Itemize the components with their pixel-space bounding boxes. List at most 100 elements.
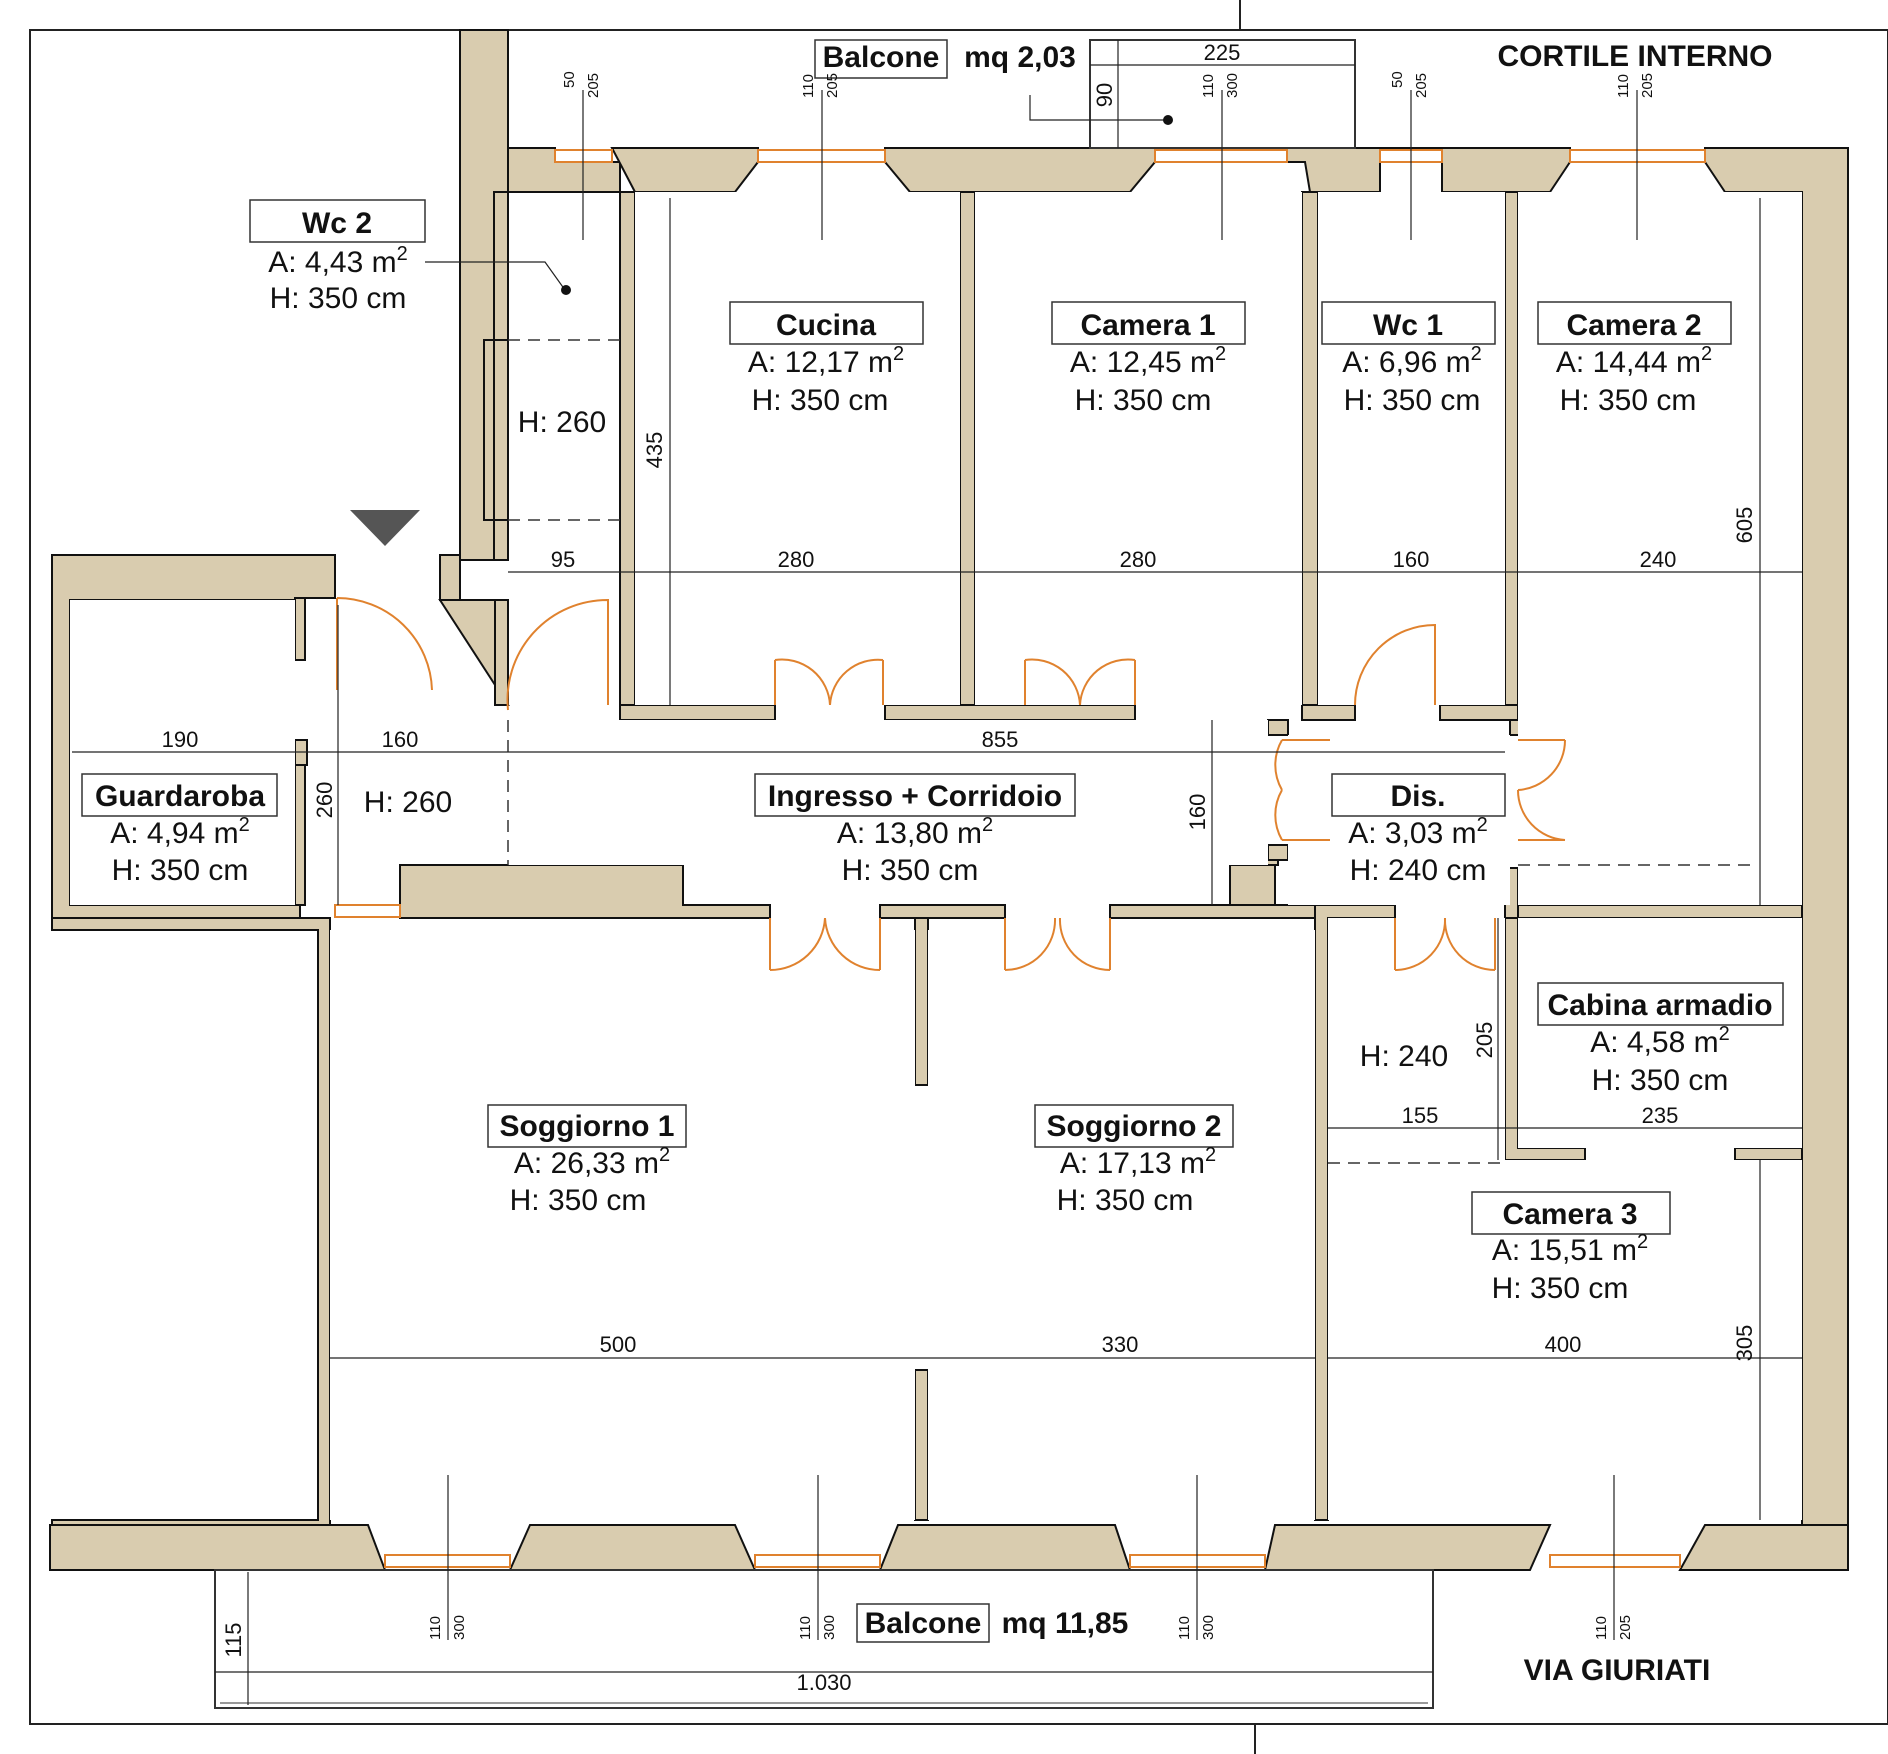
- room-height: H: 350 cm: [270, 282, 407, 315]
- svg-text:A: 4,58 m2: A: 4,58 m2: [1590, 1023, 1730, 1059]
- dimension-lines: [72, 40, 1802, 1705]
- svg-text:A: 6,96 m2: A: 6,96 m2: [1342, 343, 1482, 379]
- room-height: H: 240 cm: [1350, 854, 1487, 887]
- room-guardaroba: Guardaroba A: 4,94 m2 H: 350 cm: [95, 780, 265, 887]
- area-unit-sup: 2: [1205, 1144, 1216, 1166]
- sheet-frame: [29, 0, 1888, 1754]
- room-area: A: 3,03 m: [1348, 817, 1476, 850]
- dim-soggiorno1-width: 500: [600, 1332, 637, 1357]
- area-unit-sup: 2: [1637, 1231, 1648, 1253]
- room-name: Cabina armadio: [1547, 989, 1772, 1022]
- area-unit-sup: 2: [1701, 343, 1712, 365]
- room-wc2: Wc 2 A: 4,43 m2 H: 350 cm: [268, 207, 408, 315]
- win-annot-b1b: 300: [451, 1615, 468, 1640]
- dim-corridor-length: 855: [982, 727, 1019, 752]
- balcone-bottom-label: Balcone: [865, 1607, 982, 1640]
- area-unit-sup: 2: [1719, 1023, 1730, 1045]
- area-unit-sup: 2: [982, 814, 993, 836]
- room-area: A: 4,43 m: [268, 246, 396, 279]
- room-height: H: 350 cm: [1075, 384, 1212, 417]
- dim-soggiorno2-width: 330: [1102, 1332, 1139, 1357]
- dim-camera2-depth: 605: [1732, 507, 1757, 544]
- win-annot-3b: 300: [1224, 73, 1241, 98]
- area-unit-sup: 2: [1471, 343, 1482, 365]
- room-area: A: 12,45 m: [1070, 346, 1215, 379]
- room-area: A: 26,33 m: [514, 1147, 659, 1180]
- area-unit-sup: 2: [659, 1144, 670, 1166]
- area-unit-sup: 2: [239, 814, 250, 836]
- svg-text:A: 3,03 m2: A: 3,03 m2: [1348, 814, 1488, 850]
- room-name: Guardaroba: [95, 780, 265, 813]
- win-annot-3a: 110: [1200, 74, 1217, 98]
- leader-dots: [561, 115, 1173, 295]
- room-dis: Dis. A: 3,03 m2 H: 240 cm: [1348, 780, 1488, 887]
- entrance-marker-icon: [350, 510, 420, 546]
- room-name: Camera 2: [1566, 309, 1701, 342]
- dim-guardaroba-width: 190: [162, 727, 199, 752]
- room-height: H: 350 cm: [842, 854, 979, 887]
- via-giuriati-label: VIA GIURIATI: [1524, 1654, 1711, 1687]
- room-name: Wc 2: [302, 207, 372, 240]
- room-wc-1: Wc 1 A: 6,96 m2 H: 350 cm: [1342, 309, 1482, 417]
- room-name: Cucina: [776, 309, 876, 342]
- room-area: A: 4,94 m: [110, 817, 238, 850]
- room-height: H: 350 cm: [510, 1184, 647, 1217]
- win-annot-b3a: 110: [1176, 1616, 1193, 1640]
- win-annot-b1a: 110: [427, 1616, 444, 1640]
- camera3-passage-height: H: 240: [1360, 1040, 1448, 1073]
- dim-cabina-width: 235: [1642, 1103, 1679, 1128]
- area-unit-sup: 2: [1215, 343, 1226, 365]
- balcone-bottom-area: mq 11,85: [1002, 1607, 1129, 1640]
- room-camera-3: Camera 3 A: 15,51 m2 H: 350 cm: [1492, 1198, 1648, 1305]
- room-area: A: 6,96 m: [1342, 346, 1470, 379]
- room-soggiorno-1: Soggiorno 1 A: 26,33 m2 H: 350 cm: [500, 1110, 675, 1217]
- dim-cucina-depth: 435: [642, 432, 667, 469]
- dimension-texts: 225 90 435 605 95 280 280 160 240 190 16…: [162, 40, 1757, 1695]
- dim-wc1-width: 160: [1393, 547, 1430, 572]
- dim-camera1-width: 280: [1120, 547, 1157, 572]
- win-annot-4a: 50: [1389, 71, 1406, 88]
- dim-cucina-width: 280: [778, 547, 815, 572]
- room-area: A: 4,58 m: [1590, 1026, 1718, 1059]
- balcone-top-label: Balcone: [823, 41, 940, 74]
- svg-text:A: 4,94 m2: A: 4,94 m2: [110, 814, 250, 850]
- room-name: Dis.: [1390, 780, 1445, 813]
- room-camera-2: Camera 2 A: 14,44 m2 H: 350 cm: [1556, 309, 1712, 417]
- dim-balcone-bottom-depth: 115: [221, 1622, 246, 1657]
- balcone-top-area: mq 2,03: [964, 41, 1076, 74]
- room-name: Camera 3: [1502, 1198, 1637, 1231]
- dim-wc2-width: 95: [551, 547, 575, 572]
- dim-corridor-width: 160: [1185, 794, 1210, 831]
- dim-balcone-bottom-width: 1.030: [796, 1670, 851, 1695]
- room-height: H: 350 cm: [1344, 384, 1481, 417]
- svg-text:A: 15,51 m2: A: 15,51 m2: [1492, 1231, 1648, 1267]
- room-cabina-armadio: Cabina armadio A: 4,58 m2 H: 350 cm: [1547, 989, 1772, 1097]
- room-cucina: Cucina A: 12,17 m2 H: 350 cm: [748, 309, 904, 417]
- dim-balcone-depth: 90: [1092, 83, 1117, 107]
- area-unit-sup: 2: [397, 243, 408, 265]
- dim-camera3-width: 400: [1545, 1332, 1582, 1357]
- dim-balcone-width: 225: [1204, 40, 1241, 65]
- cortile-interno-label: CORTILE INTERNO: [1498, 40, 1773, 73]
- dim-camera3-passage-width: 155: [1402, 1103, 1439, 1128]
- room-name: Soggiorno 2: [1047, 1110, 1222, 1143]
- room-height: H: 350 cm: [1560, 384, 1697, 417]
- win-annot-4b: 205: [1413, 73, 1430, 98]
- room-height: H: 350 cm: [1592, 1064, 1729, 1097]
- dim-camera3-passage: 205: [1472, 1022, 1497, 1059]
- svg-text:A: 13,80 m2: A: 13,80 m2: [837, 814, 993, 850]
- room-name: Wc 1: [1373, 309, 1443, 342]
- room-area: A: 17,13 m: [1060, 1147, 1205, 1180]
- win-annot-2a: 110: [800, 74, 817, 98]
- room-camera-1: Camera 1 A: 12,45 m2 H: 350 cm: [1070, 309, 1226, 417]
- room-name: Ingresso + Corridoio: [768, 780, 1062, 813]
- room-soggiorno-2: Soggiorno 2 A: 17,13 m2 H: 350 cm: [1047, 1110, 1222, 1217]
- room-area: A: 14,44 m: [1556, 346, 1701, 379]
- label-boxes: [81, 39, 1784, 1643]
- win-annot-5b: 205: [1639, 73, 1656, 98]
- area-unit-sup: 2: [893, 343, 904, 365]
- room-name: Soggiorno 1: [500, 1110, 675, 1143]
- area-unit-sup: 2: [1477, 814, 1488, 836]
